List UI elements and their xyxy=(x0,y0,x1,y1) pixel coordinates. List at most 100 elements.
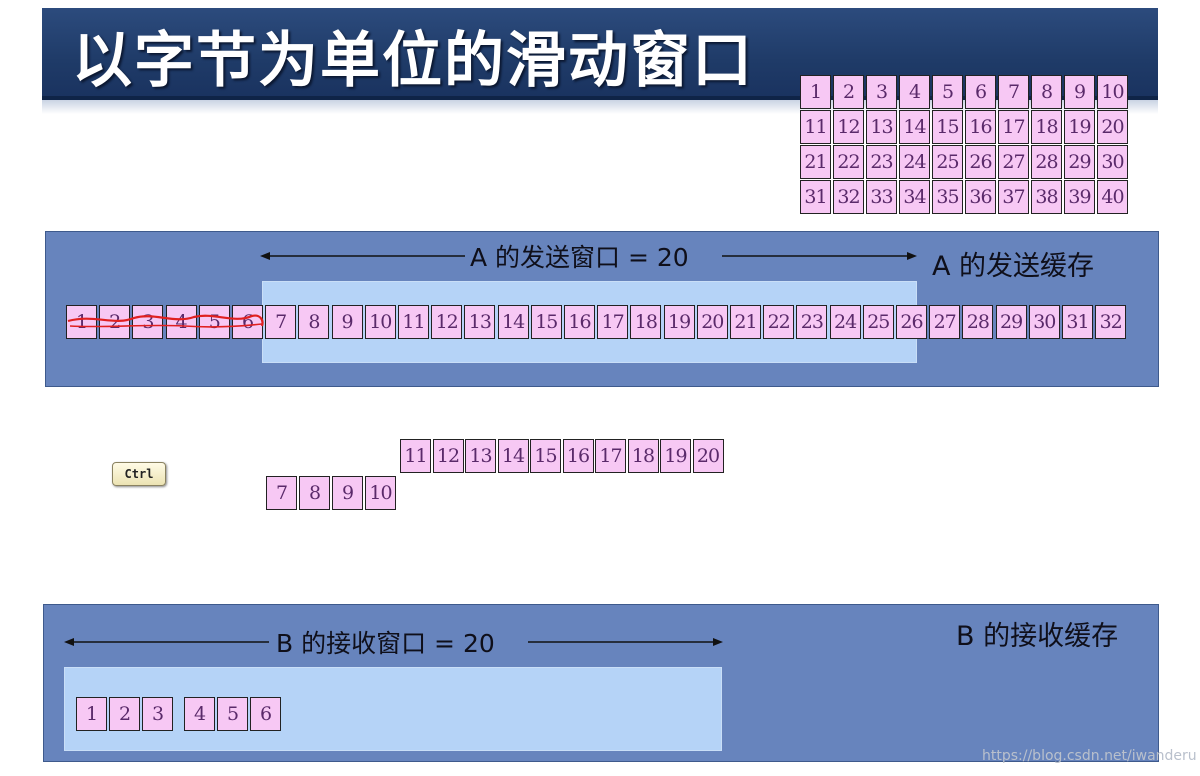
sender-buffer-label: A 的发送缓存 xyxy=(932,251,1095,282)
byte-cell: 28 xyxy=(1031,145,1062,179)
byte-cell: 6 xyxy=(250,697,281,731)
byte-cell: 14 xyxy=(497,439,529,473)
byte-cell: 7 xyxy=(266,476,297,510)
byte-cell: 5 xyxy=(217,697,248,731)
byte-cell: 19 xyxy=(660,439,691,473)
byte-cell: 27 xyxy=(929,305,961,339)
byte-cell: 5 xyxy=(932,75,963,109)
byte-cell: 16 xyxy=(965,110,996,144)
byte-cell: 27 xyxy=(998,145,1029,179)
byte-cell: 3 xyxy=(132,305,164,339)
byte-cell: 1 xyxy=(76,697,107,731)
byte-cell: 11 xyxy=(400,439,431,473)
byte-cell: 13 xyxy=(465,439,496,473)
byte-cell: 30 xyxy=(1028,305,1060,339)
byte-cell: 38 xyxy=(1031,180,1062,214)
byte-cell: 28 xyxy=(962,305,994,339)
byte-cell: 29 xyxy=(995,305,1027,339)
byte-cell: 12 xyxy=(432,439,464,473)
byte-cell: 13 xyxy=(866,110,897,144)
title-bar: 以字节为单位的滑动窗口 xyxy=(42,8,1158,114)
byte-cell: 20 xyxy=(692,439,724,473)
byte-cell: 2 xyxy=(833,75,864,109)
byte-cell: 26 xyxy=(965,145,996,179)
byte-cell: 6 xyxy=(965,75,996,109)
byte-cell: 16 xyxy=(564,305,595,339)
byte-cell: 32 xyxy=(1095,305,1127,339)
byte-cell: 3 xyxy=(142,697,173,731)
byte-cell: 2 xyxy=(109,697,140,731)
byte-cell: 9 xyxy=(331,305,363,339)
byte-cell: 1 xyxy=(66,305,97,339)
byte-cell: 19 xyxy=(1064,110,1095,144)
byte-cell: 31 xyxy=(800,180,831,214)
byte-cell: 35 xyxy=(932,180,963,214)
byte-cell: 10 xyxy=(1097,75,1128,109)
right-arrow-icon xyxy=(722,252,917,260)
receiver-window-label: B 的接收窗口 = 20 xyxy=(276,629,495,658)
byte-cell: 17 xyxy=(595,439,626,473)
byte-cell: 18 xyxy=(1031,110,1062,144)
left-arrow-icon xyxy=(260,252,465,260)
byte-cell: 9 xyxy=(332,476,363,510)
receiver-window xyxy=(64,667,722,751)
right-arrow-icon xyxy=(528,638,723,646)
byte-cell: 10 xyxy=(364,305,396,339)
byte-cell: 23 xyxy=(796,305,828,339)
byte-cell: 17 xyxy=(998,110,1029,144)
byte-cell: 8 xyxy=(299,476,330,510)
byte-cell: 14 xyxy=(899,110,930,144)
byte-cell: 19 xyxy=(663,305,695,339)
byte-cell: 16 xyxy=(562,439,594,473)
byte-cell: 15 xyxy=(530,439,561,473)
byte-cell: 31 xyxy=(1062,305,1093,339)
byte-cell: 20 xyxy=(696,305,728,339)
byte-cell: 12 xyxy=(833,110,864,144)
byte-cell: 25 xyxy=(932,145,963,179)
byte-cell: 12 xyxy=(431,305,463,339)
byte-cell: 32 xyxy=(833,180,864,214)
byte-cell: 4 xyxy=(899,75,930,109)
byte-cell: 22 xyxy=(763,305,795,339)
byte-cell: 4 xyxy=(165,305,197,339)
byte-cell: 8 xyxy=(298,305,330,339)
byte-cell: 21 xyxy=(730,305,761,339)
byte-cell: 18 xyxy=(627,439,659,473)
byte-cell: 37 xyxy=(998,180,1029,214)
byte-cell: 22 xyxy=(833,145,864,179)
byte-cell: 30 xyxy=(1097,145,1128,179)
page-title: 以字节为单位的滑动窗口 xyxy=(72,26,754,96)
byte-cell: 24 xyxy=(829,305,861,339)
byte-cell: 20 xyxy=(1097,110,1128,144)
byte-cell: 5 xyxy=(198,305,230,339)
byte-cell: 6 xyxy=(232,305,263,339)
byte-cell: 25 xyxy=(862,305,894,339)
byte-cell: 11 xyxy=(398,305,429,339)
left-arrow-icon xyxy=(64,638,269,646)
byte-cell: 3 xyxy=(866,75,897,109)
byte-cell: 8 xyxy=(1031,75,1062,109)
byte-cell: 34 xyxy=(899,180,930,214)
byte-cell: 29 xyxy=(1064,145,1095,179)
byte-cell: 40 xyxy=(1097,180,1128,214)
byte-cell: 23 xyxy=(866,145,897,179)
byte-cell: 9 xyxy=(1064,75,1095,109)
byte-cell: 11 xyxy=(800,110,831,144)
byte-cell: 2 xyxy=(99,305,131,339)
byte-cell: 10 xyxy=(365,476,396,510)
byte-cell: 1 xyxy=(800,75,831,109)
byte-cell: 24 xyxy=(899,145,930,179)
byte-cell: 33 xyxy=(866,180,897,214)
sender-window-label: A 的发送窗口 = 20 xyxy=(470,243,689,272)
byte-cell: 21 xyxy=(800,145,831,179)
byte-cell: 36 xyxy=(965,180,996,214)
byte-cell: 39 xyxy=(1064,180,1095,214)
byte-cell: 18 xyxy=(630,305,662,339)
byte-cell: 4 xyxy=(184,697,215,731)
watermark: https://blog.csdn.net/iwanderu xyxy=(982,748,1197,764)
byte-cell: 13 xyxy=(464,305,496,339)
byte-cell: 17 xyxy=(597,305,629,339)
byte-cell: 7 xyxy=(265,305,297,339)
byte-cell: 14 xyxy=(497,305,529,339)
byte-cell: 26 xyxy=(896,305,927,339)
